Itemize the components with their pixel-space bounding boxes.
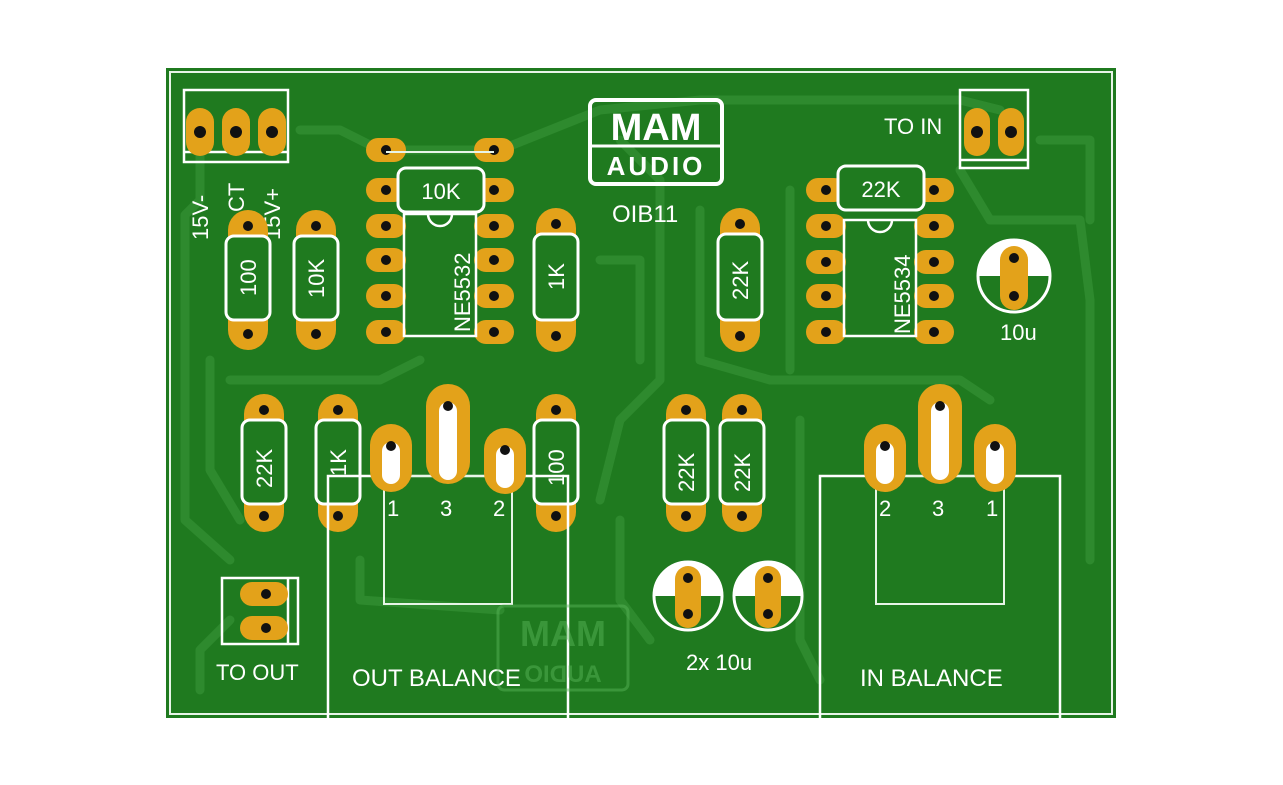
xlr-out-pin: 2 [493,496,505,521]
power-pin-label: 15V- [188,195,213,240]
in-balance-label: IN BALANCE [860,665,1003,692]
resistor-22k-pair-a: 22K [662,394,710,532]
ic-right-label: NE5534 [890,254,915,334]
resistor-1k-low: 1K [314,394,362,532]
to-out-connector: TO OUT [216,576,300,685]
xlr-in-pin: 3 [932,496,944,521]
svg-text:22K: 22K [252,449,277,488]
svg-text:MAM: MAM [520,613,606,654]
xlr-out-pin: 3 [440,496,452,521]
svg-text:22K: 22K [728,261,753,300]
svg-text:1K: 1K [544,263,569,290]
power-pin-label: CT [224,183,249,212]
svg-text:100: 100 [236,259,261,296]
capacitor-pair-label: 2x 10u [686,650,752,675]
to-in-connector: TO IN [884,88,1030,170]
svg-text:10K: 10K [421,179,460,204]
resistor-10k-top: 10K [386,151,494,214]
copper-traces [180,95,1095,695]
capacitor-10u: 10u [976,238,1052,345]
svg-text:100: 100 [544,449,569,486]
ic-left-label: NE5532 [450,252,475,332]
resistor-10k-left: 10K [292,210,340,350]
power-connector: 15V- CT 15V+ [182,88,290,240]
svg-text:MAM: MAM [611,107,702,149]
mam-audio-logo: MAM AUDIO [588,98,724,186]
resistor-22k-mid: 22K [716,208,764,352]
in-balance-connector: 2 3 1 IN BALANCE [818,384,1062,728]
to-out-label: TO OUT [216,660,299,685]
svg-text:22K: 22K [861,177,900,202]
resistor-1k-mid: 1K [532,208,580,352]
svg-text:10K: 10K [304,259,329,298]
xlr-in-pin: 1 [986,496,998,521]
xlr-in-pin: 2 [879,496,891,521]
xlr-out-pin: 1 [387,496,399,521]
ic-ne5534: NE5534 [806,178,954,344]
svg-text:1K: 1K [326,449,351,476]
svg-text:AUDIO: AUDIO [524,661,601,688]
resistor-100-left: 100 [224,210,272,350]
model-label: OIB11 [612,201,678,228]
to-in-label: TO IN [884,114,942,139]
board-outline [169,71,1113,715]
resistor-22k-low: 22K [240,394,288,532]
resistor-100-low: 100 [532,394,580,532]
svg-text:AUDIO: AUDIO [607,151,706,181]
svg-text:22K: 22K [674,453,699,492]
ic-ne5532: NE5532 [366,138,514,344]
svg-text:22K: 22K [730,453,755,492]
resistor-22k-pair-b: 22K [718,394,766,532]
resistor-22k-top: 22K [836,164,926,212]
out-balance-label: OUT BALANCE [352,665,521,692]
capacitor-single-label: 10u [1000,320,1037,345]
watermark-logo: MAM AUDIO [496,604,630,692]
out-balance-connector: 1 3 2 OUT BALANCE [326,384,570,728]
capacitor-pair: 2x 10u [652,560,804,675]
